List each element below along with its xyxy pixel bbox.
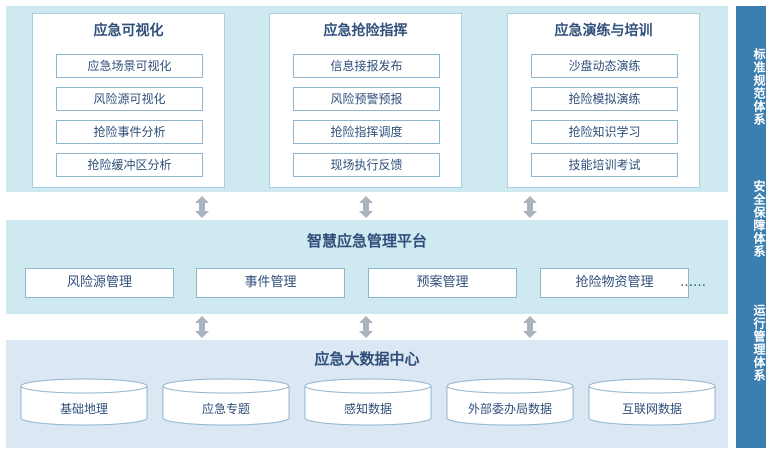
module-item: 现场执行反馈	[293, 153, 440, 177]
platform-item: 风险源管理	[25, 268, 174, 298]
database-icon	[20, 378, 148, 426]
database-cylinder: 互联网数据	[588, 378, 716, 426]
database-icon	[304, 378, 432, 426]
double-arrow-icon	[523, 196, 537, 218]
platform-title: 智慧应急管理平台	[306, 232, 427, 250]
database-cylinder: 应急专题	[162, 378, 290, 426]
platform-ellipsis: ……	[680, 275, 706, 290]
database-cylinder: 基础地理	[20, 378, 148, 426]
platform-layer: 智慧应急管理平台 风险源管理 事件管理 预案管理 抢险物资管理 ……	[6, 220, 728, 314]
module-item: 应急场景可视化	[56, 54, 203, 78]
database-label: 应急专题	[201, 402, 250, 416]
database-icon	[446, 378, 574, 426]
module-item: 抢险知识学习	[531, 120, 678, 144]
module-item: 抢险模拟演练	[531, 87, 678, 111]
database-icon	[588, 378, 716, 426]
side-system-bar: 标准规范体系 安全保障体系 运行管理体系	[736, 6, 766, 448]
double-arrow-icon	[195, 316, 209, 338]
platform-item: 抢险物资管理	[540, 268, 689, 298]
database-label: 互联网数据	[621, 402, 682, 416]
double-arrow-icon	[523, 316, 537, 338]
module-item: 抢险缓冲区分析	[56, 153, 203, 177]
database-label: 外部委办局数据	[467, 402, 552, 416]
datacenter-layer: 应急大数据中心 基础地理 应急专题 感知数据 外部委办局数据 互	[6, 340, 728, 448]
module-item: 风险预警预报	[293, 87, 440, 111]
side-label-security: 安全保障体系	[752, 180, 766, 258]
database-label: 感知数据	[343, 402, 392, 416]
module-command: 应急抢险指挥 信息接报发布 风险预警预报 抢险指挥调度 现场执行反馈	[269, 13, 462, 188]
module-title: 应急演练与培训	[554, 23, 653, 39]
double-arrow-icon	[359, 196, 373, 218]
module-title: 应急可视化	[93, 23, 164, 39]
module-item: 技能培训考试	[531, 153, 678, 177]
module-item: 抢险指挥调度	[293, 120, 440, 144]
platform-item: 事件管理	[196, 268, 345, 298]
database-label: 基础地理	[59, 402, 108, 416]
module-item: 沙盘动态演练	[531, 54, 678, 78]
module-visualization: 应急可视化 应急场景可视化 风险源可视化 抢险事件分析 抢险缓冲区分析	[32, 13, 225, 188]
application-layer: 应急可视化 应急场景可视化 风险源可视化 抢险事件分析 抢险缓冲区分析 应急抢险…	[6, 6, 728, 192]
module-item: 风险源可视化	[56, 87, 203, 111]
module-item: 信息接报发布	[293, 54, 440, 78]
side-label-operations: 运行管理体系	[752, 304, 766, 382]
module-item: 抢险事件分析	[56, 120, 203, 144]
module-training: 应急演练与培训 沙盘动态演练 抢险模拟演练 抢险知识学习 技能培训考试	[507, 13, 700, 188]
module-title: 应急抢险指挥	[323, 23, 408, 39]
double-arrow-icon	[359, 316, 373, 338]
database-icon	[162, 378, 290, 426]
platform-item: 预案管理	[368, 268, 517, 298]
database-cylinder: 外部委办局数据	[446, 378, 574, 426]
side-label-standards: 标准规范体系	[752, 48, 766, 126]
datacenter-title: 应急大数据中心	[314, 350, 420, 368]
double-arrow-icon	[195, 196, 209, 218]
database-cylinder: 感知数据	[304, 378, 432, 426]
